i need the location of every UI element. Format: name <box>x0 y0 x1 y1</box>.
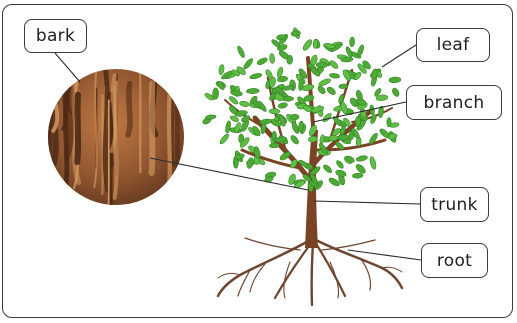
leader-bark <box>55 53 80 82</box>
leader-trunk <box>314 201 420 204</box>
trunk-label: trunk <box>420 187 489 222</box>
tree-roots <box>218 238 402 305</box>
leader-trunk-from-bark <box>150 158 308 190</box>
branch-label: branch <box>406 85 502 120</box>
root-label: root <box>421 243 488 278</box>
bark-texture-circle <box>45 66 188 229</box>
leaf-label: leaf <box>416 28 490 62</box>
bark-label: bark <box>24 19 87 53</box>
leader-leaf <box>382 45 416 67</box>
